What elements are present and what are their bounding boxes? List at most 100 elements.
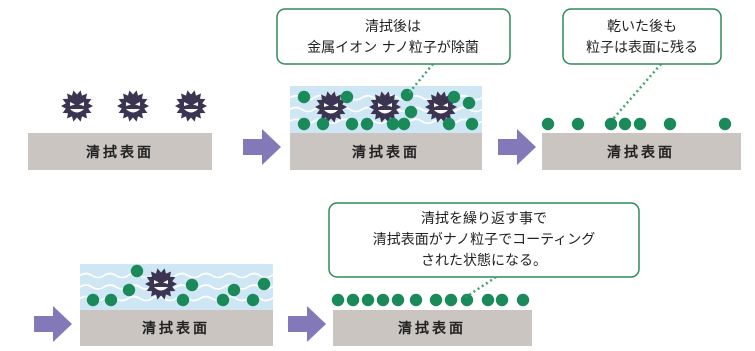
nanoparticle-group <box>541 117 732 131</box>
germ-mouth <box>70 109 84 113</box>
nanoparticle-icon <box>216 293 230 307</box>
nanoparticle-icon <box>257 277 271 291</box>
nanoparticle-icon <box>340 90 354 104</box>
leader-line <box>407 63 434 95</box>
germ-mouth <box>378 110 392 114</box>
germ-body <box>61 90 93 122</box>
nanoparticle-icon <box>633 117 647 131</box>
germ-eye <box>70 102 75 106</box>
panel-1: 清拭表面 <box>28 90 212 170</box>
nanoparticle-icon <box>495 293 509 307</box>
nanoparticle-icon <box>331 293 345 307</box>
nanoparticle-icon <box>86 293 100 307</box>
germ-body <box>117 90 149 122</box>
nanoparticle-icon <box>122 283 136 297</box>
germ-eye <box>79 102 84 106</box>
right-arrow-icon <box>288 306 326 342</box>
nanoparticle-icon <box>391 293 405 307</box>
germ-body <box>369 91 401 123</box>
leader-line <box>465 275 497 299</box>
germ-eye <box>163 280 168 284</box>
nanoparticle-icon <box>227 283 241 297</box>
nanoparticle-icon <box>104 293 118 307</box>
surface-label: 清拭表面 <box>86 144 154 161</box>
nanoparticle-icon <box>386 117 400 131</box>
germ-eye <box>387 103 392 107</box>
wiped-surface <box>290 133 482 170</box>
nanoparticle-icon <box>516 293 530 307</box>
germ-body <box>315 91 347 123</box>
nanoparticle-icon <box>346 293 360 307</box>
nanoparticle-icon <box>130 264 144 278</box>
germ-mouth <box>434 110 448 114</box>
nanoparticle-group <box>86 264 271 307</box>
nanoparticle-icon <box>246 293 260 307</box>
nanoparticle-icon <box>618 117 632 131</box>
germ-eye <box>333 103 338 107</box>
germ-eye <box>154 280 159 284</box>
nanoparticle-icon <box>361 293 375 307</box>
nanoparticle-icon <box>465 117 479 131</box>
germ-eye <box>324 103 329 107</box>
germ-body <box>145 268 177 300</box>
nanoparticle-icon <box>409 293 423 307</box>
nanoparticle-icon <box>360 117 374 131</box>
nanoparticle-icon <box>176 293 190 307</box>
callout-line: 清拭後は <box>365 19 421 35</box>
nanoparticle-icon <box>604 117 618 131</box>
nanoparticle-icon <box>297 90 311 104</box>
nanoparticle-icon <box>460 293 474 307</box>
surface-label: 清拭表面 <box>607 144 675 161</box>
right-arrow-icon <box>34 306 72 342</box>
nanoparticle-icon <box>185 278 199 292</box>
germ-mouth <box>184 109 198 113</box>
nanoparticle-icon <box>444 293 458 307</box>
nanoparticle-icon <box>404 105 418 119</box>
germ-icon <box>315 91 347 123</box>
wiped-surface <box>333 310 532 346</box>
callout-remain: 乾いた後も 粒子は表面に残る <box>562 8 722 120</box>
germ-mouth <box>154 287 168 291</box>
callout-line: 金属イオン ナノ粒子が除菌 <box>307 40 479 56</box>
germ-eye <box>378 103 383 107</box>
nanoparticle-icon <box>442 117 456 131</box>
nanoparticle-icon <box>376 293 390 307</box>
nanoparticle-icon <box>429 293 443 307</box>
germ-eye <box>184 102 189 106</box>
nanoparticle-icon <box>571 117 585 131</box>
nanoparticle-icon <box>345 117 359 131</box>
callout-line: 清拭を繰り返す事で <box>421 211 547 227</box>
nanoparticle-icon <box>447 90 461 104</box>
germ-eye <box>193 102 198 106</box>
germ-icon <box>117 90 149 122</box>
callout-coating: 清拭を繰り返す事で 清拭表面がナノ粒子でコーティング された状態になる。 <box>328 202 640 299</box>
germ-icon <box>175 90 207 122</box>
nanoparticle-icon <box>462 96 476 110</box>
callout-line: された状態になる。 <box>421 253 547 269</box>
surface-label: 清拭表面 <box>398 320 466 337</box>
surface-label: 清拭表面 <box>352 144 420 161</box>
panel-2: 清拭表面 <box>289 86 483 170</box>
nanoparticle-icon <box>316 117 330 131</box>
germ-eye <box>126 102 131 106</box>
leader-line <box>612 63 662 120</box>
surface-label: 清拭表面 <box>142 320 210 337</box>
germ-mouth <box>324 110 338 114</box>
right-arrow-icon <box>243 129 281 165</box>
nanoparticle-icon <box>718 117 732 131</box>
wiped-surface <box>80 310 273 346</box>
panel-5: 清拭表面 <box>331 293 532 346</box>
callout-line: 粒子は表面に残る <box>586 40 698 56</box>
callout-line: 清拭表面がナノ粒子でコーティング <box>373 232 595 248</box>
panel-3: 清拭表面 <box>541 117 741 170</box>
nanoparticle-group <box>331 293 530 307</box>
nanoparticle-icon <box>400 88 414 102</box>
wiped-surface <box>28 133 212 170</box>
germ-eye <box>443 103 448 107</box>
right-arrow-icon <box>498 129 536 165</box>
nanoparticle-icon <box>481 293 495 307</box>
germ-icon <box>61 90 93 122</box>
wave-line <box>79 272 297 279</box>
